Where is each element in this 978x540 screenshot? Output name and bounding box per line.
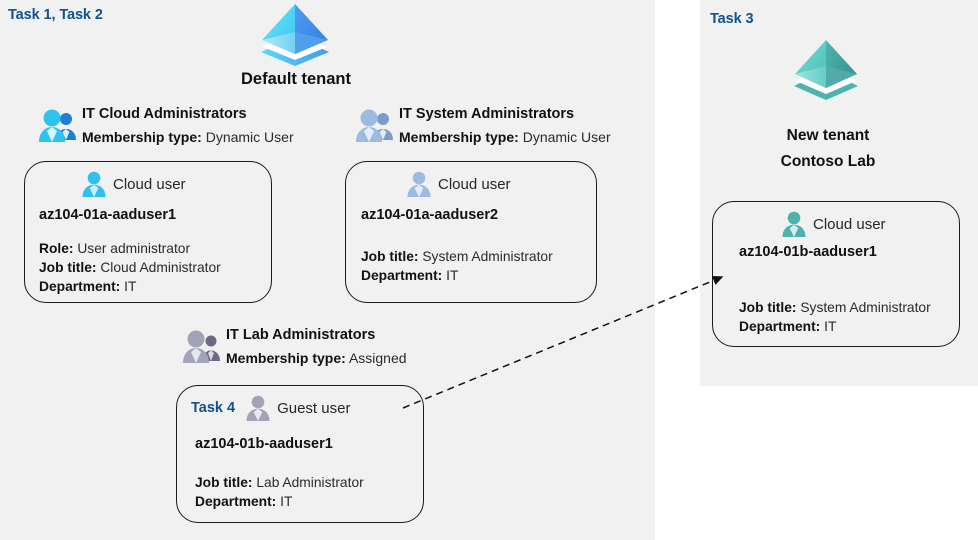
group-membership-type: Membership type: Dynamic User (82, 129, 294, 145)
attr-label: Job title: (739, 300, 797, 315)
user-attributes: Job title: System Administrator Departme… (361, 247, 553, 285)
attr-label: Job title: (195, 475, 253, 490)
membership-type-value: Dynamic User (205, 129, 294, 145)
attr-label: Role: (39, 241, 74, 256)
attr-value: IT (280, 494, 293, 509)
group-membership-type: Membership type: Dynamic User (399, 129, 611, 145)
attr-label: Department: (195, 494, 277, 509)
arrow-line (402, 275, 724, 409)
user-type-label: Cloud user (813, 215, 886, 233)
attr-value: User administrator (77, 241, 191, 256)
attr-row: Department: IT (361, 266, 553, 285)
cloud-user-icon (82, 171, 106, 197)
card-header: Task 4 Guest user (191, 394, 350, 422)
card-header: Cloud user (781, 210, 886, 238)
user-principal-name: az104-01b-aaduser1 (739, 244, 877, 260)
group-name: IT Cloud Administrators (82, 106, 247, 122)
attr-row: Department: IT (39, 277, 221, 296)
group-name: IT System Administrators (399, 106, 575, 122)
card-header: Cloud user (81, 170, 186, 198)
task-label-4: Task 4 (191, 400, 236, 416)
attr-row: Department: IT (195, 492, 364, 511)
attr-row: Job title: Lab Administrator (195, 473, 364, 492)
group-membership-type: Membership type: Assigned (226, 350, 407, 366)
attr-value: IT (124, 279, 137, 294)
attr-label: Job title: (39, 260, 97, 275)
attr-value: Cloud Administrator (100, 260, 221, 275)
membership-type-label: Membership type: (226, 350, 346, 366)
task-label-3: Task 3 (710, 11, 754, 27)
attr-row: Job title: System Administrator (361, 247, 553, 266)
group-users-icon (183, 330, 220, 363)
user-type-label: Cloud user (113, 175, 186, 193)
attr-label: Job title: (361, 249, 419, 264)
membership-type-label: Membership type: (82, 129, 202, 145)
attr-row: Job title: Cloud Administrator (39, 258, 221, 277)
user-card-az104-01b-aaduser1[interactable]: Cloud user az104-01b-aaduser1 Job title:… (712, 201, 960, 347)
attr-value: Lab Administrator (256, 475, 364, 490)
azure-ad-tenant-icon (261, 4, 329, 66)
card-header: Cloud user (406, 170, 511, 198)
attr-value: System Administrator (800, 300, 931, 315)
user-principal-name: az104-01a-aaduser2 (361, 207, 499, 223)
task-label-1-2: Task 1, Task 2 (8, 7, 103, 23)
group-users-icon (356, 109, 393, 142)
user-card-guest-az104-01b-aaduser1[interactable]: Task 4 Guest user az104-01b-aaduser1 Job… (176, 385, 424, 523)
default-tenant-title: Default tenant (240, 70, 351, 88)
group-name: IT Lab Administrators (226, 327, 376, 343)
attr-value: IT (824, 319, 837, 334)
user-type-label: Cloud user (438, 175, 511, 193)
group-users-icon (39, 109, 76, 142)
membership-type-value: Assigned (348, 350, 407, 366)
attr-label: Department: (39, 279, 121, 294)
user-card-az104-01a-aaduser2[interactable]: Cloud user az104-01a-aaduser2 Job title:… (345, 161, 597, 303)
user-principal-name: az104-01b-aaduser1 (195, 436, 333, 452)
attr-row: Department: IT (739, 317, 931, 336)
cloud-user-icon (782, 211, 806, 237)
new-tenant-title-line1: New tenant (786, 127, 870, 144)
user-card-az104-01a-aaduser1[interactable]: Cloud user az104-01a-aaduser1 Role: User… (24, 161, 272, 303)
new-tenant-icon (794, 40, 858, 100)
new-tenant-title-line2: Contoso Lab (780, 153, 876, 170)
attr-row: Job title: System Administrator (739, 298, 931, 317)
attr-label: Department: (739, 319, 821, 334)
user-type-label: Guest user (277, 399, 351, 417)
user-attributes: Job title: Lab Administrator Department:… (195, 473, 364, 511)
attr-label: Department: (361, 268, 443, 283)
user-principal-name: az104-01a-aaduser1 (39, 207, 177, 223)
guest-user-icon (246, 395, 270, 421)
user-attributes: Role: User administrator Job title: Clou… (39, 239, 221, 296)
attr-row: Role: User administrator (39, 239, 221, 258)
user-attributes: Job title: System Administrator Departme… (739, 298, 931, 336)
cloud-user-icon (407, 171, 431, 197)
membership-type-value: Dynamic User (522, 129, 611, 145)
membership-type-label: Membership type: (399, 129, 519, 145)
attr-value: IT (446, 268, 459, 283)
attr-value: System Administrator (422, 249, 553, 264)
